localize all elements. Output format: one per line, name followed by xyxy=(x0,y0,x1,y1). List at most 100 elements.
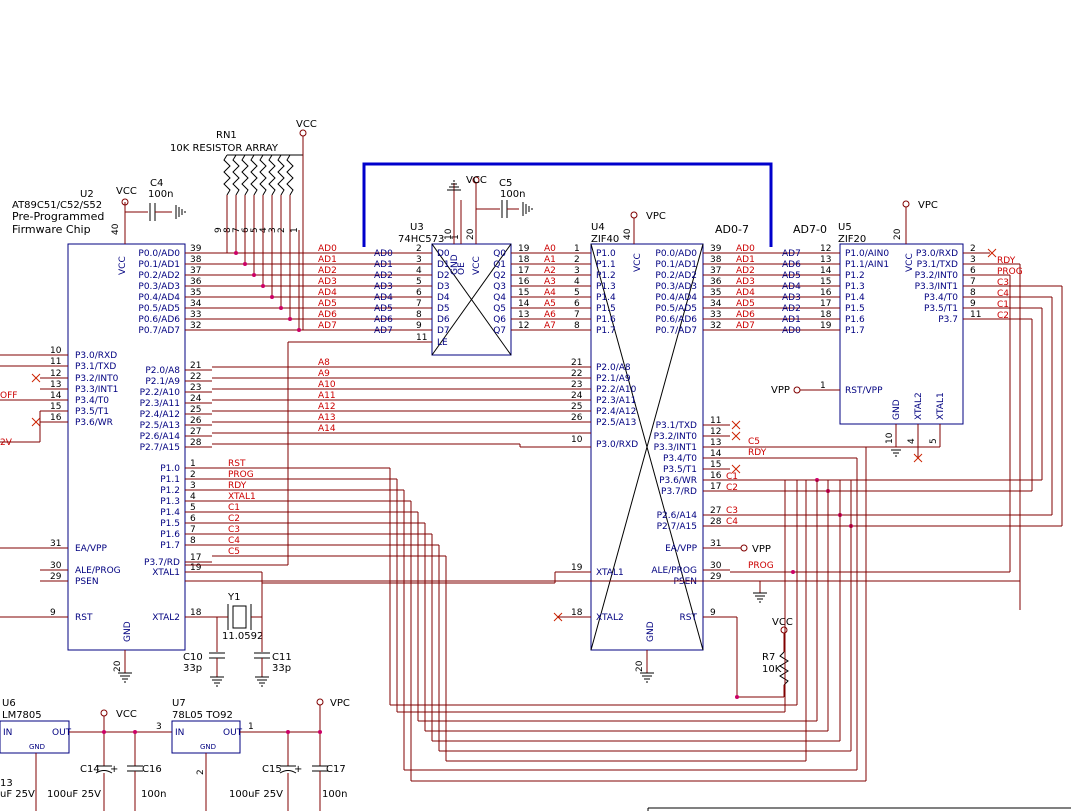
net-AD7-u2: AD7 xyxy=(318,321,337,331)
svg-text:+: + xyxy=(294,764,302,775)
rn1-pin-4: 4 xyxy=(259,227,269,233)
net-AD2-u3in: AD2 xyxy=(374,271,393,281)
u5-pin-1-num: 1 xyxy=(820,381,826,391)
u2-pin-32-num: 32 xyxy=(190,321,201,331)
net-C3-u5: C3 xyxy=(997,278,1009,288)
net-XTAL1-u2p1: XTAL1 xyxy=(228,492,256,502)
u4-pin-26-name: P2.5/A13 xyxy=(596,418,636,428)
u3-pin-19-name: Q0 xyxy=(493,249,506,259)
net-A14: A14 xyxy=(318,424,336,434)
net-AD7-u5: AD7 xyxy=(782,249,801,259)
u2-desc1: Pre-Programmed xyxy=(12,210,104,223)
u3-pin-7-num: 7 xyxy=(416,299,422,309)
u4-pin-24-name: P2.3/A11 xyxy=(596,396,636,406)
net-AD0-u4: AD0 xyxy=(736,244,755,254)
net-C1-u5: C1 xyxy=(997,300,1009,310)
net-AD4-u5: AD4 xyxy=(782,282,801,292)
rn1-vcc: VCC xyxy=(296,119,317,130)
net-AD0-u5: AD0 xyxy=(782,326,801,336)
u2-microcontroller: U2 AT89C51/C52/S52 Pre-Programmed Firmwa… xyxy=(12,189,212,672)
data-bus xyxy=(362,162,773,247)
u5-pin-11-num: 11 xyxy=(970,310,981,320)
u2-pin-38-num: 38 xyxy=(190,255,202,265)
u6-part: LM7805 xyxy=(2,710,42,721)
net-vpp-u4: VPP xyxy=(752,544,771,555)
u5-pin-12-num: 12 xyxy=(820,244,831,254)
u4-pin-8-num: 8 xyxy=(574,321,580,331)
u3-pin-15-num: 15 xyxy=(518,288,529,298)
u4-gnd-pin: 20 xyxy=(635,660,645,672)
u3-top-pin-1: 1 xyxy=(451,234,461,240)
u2-pin-27-name: P2.6/A14 xyxy=(140,432,181,442)
u4-pin-38-name: P0.1/AD1 xyxy=(655,260,697,270)
u3-ref: U3 xyxy=(410,222,424,233)
net-AD5-u2: AD5 xyxy=(318,299,337,309)
u3-pin-13-num: 13 xyxy=(518,310,529,320)
u2-pin-32-name: P0.7/AD7 xyxy=(138,326,180,336)
u3-pin-17-name: Q2 xyxy=(493,271,506,281)
u3-pin-13-name: Q6 xyxy=(493,315,506,325)
u2-pin-26-name: P2.5/A13 xyxy=(140,421,180,431)
rn1-pin-2: 2 xyxy=(277,227,287,233)
u3-pin-8-num: 8 xyxy=(416,310,422,320)
u4-pin-30-num: 30 xyxy=(710,561,722,571)
u2-pin-26-num: 26 xyxy=(190,416,202,426)
net-A1: A1 xyxy=(544,255,556,265)
u4-pin-28-name: P2.7/A15 xyxy=(657,522,697,532)
u4-pin-15-name: P3.5/T1 xyxy=(663,465,697,475)
u5-pin-1-name: RST/VPP xyxy=(845,386,883,396)
u2-pin-27-num: 27 xyxy=(190,427,201,437)
u3-pin-18-num: 18 xyxy=(518,255,530,265)
u5-pin-9-num: 9 xyxy=(970,299,976,309)
u3-top-pin-OE: OE xyxy=(457,262,467,275)
rn1-pin-9: 9 xyxy=(214,227,224,233)
u3-pin-8-name: D6 xyxy=(437,315,450,325)
u4-pin-25-name: P2.4/A12 xyxy=(596,407,636,417)
c15-value: 100uF 25V xyxy=(229,789,283,800)
u4-pin-14-name: P3.4/T0 xyxy=(663,454,697,464)
u4-pin-4-num: 4 xyxy=(574,277,580,287)
u3-pin-11-name: LE xyxy=(437,338,448,348)
u5-part: ZIF20 xyxy=(838,234,866,245)
u4-pin-22-name: P2.1/A9 xyxy=(596,374,631,384)
u2-pin-14-num: 14 xyxy=(50,391,62,401)
net-AD6-u3in: AD6 xyxy=(374,315,393,325)
net-AD6-u4: AD6 xyxy=(736,310,755,320)
u2-pin-3-name: P1.2 xyxy=(160,486,180,496)
u5-pin-3-name: P3.1/TXD xyxy=(917,260,958,270)
u2-pin-3-num: 3 xyxy=(190,481,196,491)
junction xyxy=(297,328,301,332)
u5-pin-9-name: P3.5/T1 xyxy=(924,304,958,314)
u7-vpc-net: VPC xyxy=(330,698,350,709)
u4-pin-8-name: P1.7 xyxy=(596,326,616,336)
u2-pin-36-name: P0.3/AD3 xyxy=(138,282,180,292)
net-PROG-u5: PROG xyxy=(997,267,1023,277)
y1-value: 11.0592 xyxy=(222,631,263,642)
u2-pin-21-num: 21 xyxy=(190,361,201,371)
u5-pin-4-name: XTAL2 xyxy=(914,392,924,420)
u6-out: OUT xyxy=(52,728,72,738)
u4-pin-3-name: P1.2 xyxy=(596,271,616,281)
net-AD4-u3in: AD4 xyxy=(374,293,393,303)
u4-pin-35-num: 35 xyxy=(710,288,721,298)
u5-pin-6-num: 6 xyxy=(970,266,976,276)
u4-pin-18-num: 18 xyxy=(571,608,583,618)
c17-value: 100n xyxy=(322,789,347,800)
u2-pin-4-name: P1.3 xyxy=(160,497,180,507)
u4-pin-5-name: P1.4 xyxy=(596,293,616,303)
u4-pin-9-num: 9 xyxy=(710,608,716,618)
u4-part: ZIF40 xyxy=(591,234,619,245)
u4-vcc-pin: 40 xyxy=(623,228,633,240)
u5-pin-19-name: P1.7 xyxy=(845,326,865,336)
u2-vcc-label: VCC xyxy=(118,256,128,275)
net-rdy-u4: RDY xyxy=(748,448,767,458)
net-AD4-u4: AD4 xyxy=(736,288,755,298)
c5-value: 100n xyxy=(500,189,525,200)
wire xyxy=(31,417,41,427)
wire xyxy=(31,373,41,383)
net-c1-u4: C1 xyxy=(726,472,738,482)
u4-pin-28-num: 28 xyxy=(710,517,722,527)
r7-resistor: VCC R7 10K xyxy=(762,617,793,697)
u2-pin-12-name: P3.2/INT0 xyxy=(75,374,119,384)
